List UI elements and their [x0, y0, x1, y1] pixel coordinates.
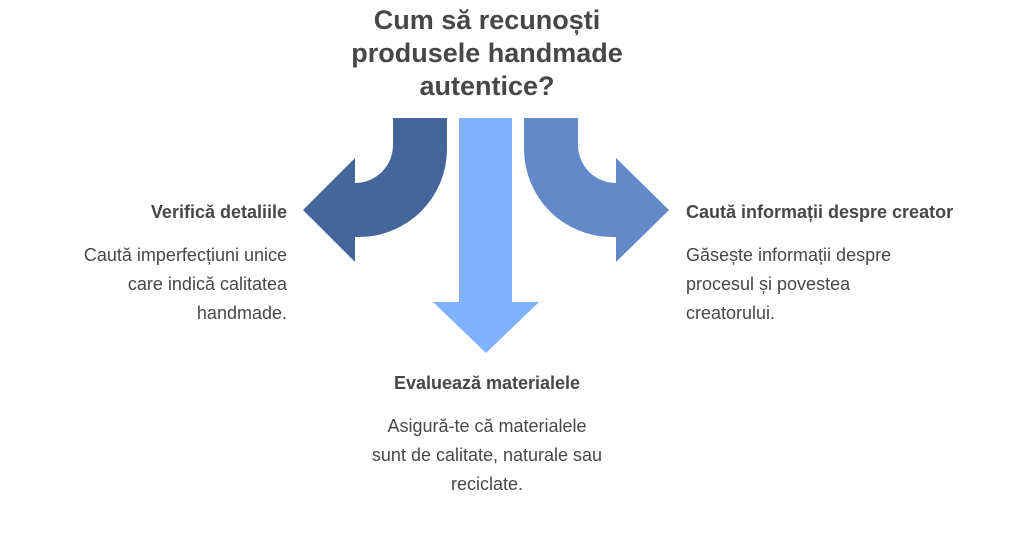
title-line: Cum să recunoști — [373, 5, 601, 35]
description-line: Caută imperfecțiuni unice — [83, 245, 287, 265]
branch-description: Asigură-te că materialele sunt de calita… — [287, 412, 687, 499]
left-curved-arrow-icon — [303, 118, 447, 262]
description-line: procesul și povestea — [686, 274, 851, 294]
branch-heading: Verifică detaliile — [150, 202, 287, 222]
description-line: creatorului. — [686, 303, 776, 323]
branch-description: Găsește informații despre procesul și po… — [686, 241, 953, 328]
description-line: sunt de calitate, naturale sau — [371, 445, 603, 465]
description-line: care indică calitatea — [127, 274, 287, 294]
right-curved-arrow-icon — [524, 118, 669, 262]
branch-evaluate-materials: Evaluează materialele Asigură-te că mate… — [287, 369, 687, 499]
branch-verify-details: Verifică detaliile Caută imperfecțiuni u… — [84, 198, 287, 328]
branch-description: Caută imperfecțiuni unice care indică ca… — [84, 241, 287, 328]
down-arrow-icon — [433, 118, 539, 353]
title-line: produsele handmade — [351, 38, 623, 68]
branch-heading: Evaluează materialele — [393, 373, 581, 393]
title-line: autentice? — [419, 71, 555, 101]
description-line: Asigură-te că materialele — [387, 416, 587, 436]
description-line: handmade. — [196, 303, 287, 323]
branch-creator-info: Caută informații despre creator Găsește … — [686, 198, 953, 328]
description-line: Găsește informații despre — [686, 245, 892, 265]
diagram-title: Cum să recunoști produsele handmade aute… — [287, 4, 687, 103]
branch-heading: Caută informații despre creator — [686, 202, 954, 222]
description-line: reciclate. — [450, 474, 524, 494]
